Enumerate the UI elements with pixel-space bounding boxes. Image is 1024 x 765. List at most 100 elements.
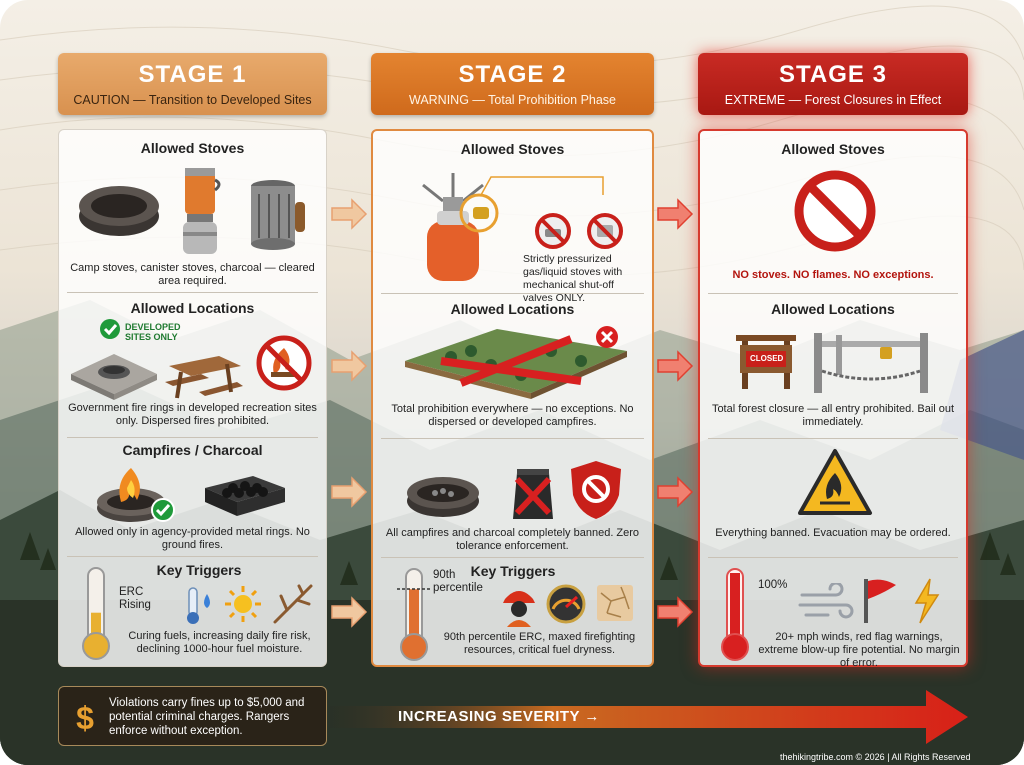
stage-subtitle: WARNING — Total Prohibition Phase	[408, 93, 617, 107]
dry-branch-icon	[273, 584, 313, 624]
dollar-symbol: $	[76, 700, 94, 736]
gauge-icon	[546, 584, 586, 624]
arrow-right-icon	[331, 596, 368, 628]
arrow-right-icon	[331, 198, 368, 230]
stoves-section: Allowed Stoves NO stoves. NO flames. NO …	[700, 141, 966, 291]
section-divider	[67, 556, 318, 557]
section-description: Everything banned. Evacuation may be ord…	[715, 527, 951, 539]
stage-title: STAGE 2	[458, 61, 567, 88]
campfires-section: Everything banned. Evacuation may be ord…	[700, 443, 966, 555]
section-description: Total forest closure — all entry prohibi…	[711, 403, 955, 428]
section-divider	[67, 292, 318, 293]
stage-1-panel: Allowed Stoves Camp stoves	[58, 129, 327, 667]
locations-section: Allowed Locations CLOSED Total forest cl…	[700, 301, 966, 436]
stage-title: STAGE 3	[779, 61, 887, 88]
no-symbol-icon	[587, 213, 623, 249]
thermometer-icon	[721, 568, 749, 661]
section-description: Government fire rings in developed recre…	[68, 402, 317, 427]
section-description: 20+ mph winds, red flag warnings, extrem…	[758, 631, 960, 669]
no-fire-icon	[256, 335, 312, 391]
arrow-right-icon	[657, 596, 694, 628]
map-cross-icon	[405, 326, 627, 399]
charcoal-chimney-icon	[251, 180, 305, 250]
section-description: Allowed only in agency-provided metal ri…	[75, 526, 310, 551]
section-title: Key Triggers	[156, 562, 242, 578]
stage-3-panel: Allowed Stoves NO stoves. NO flames. NO …	[698, 129, 968, 669]
fines-box: $ Violations carry fines up to $5,000 an…	[58, 686, 327, 746]
section-title: Allowed Locations	[771, 301, 895, 317]
sun-icon	[225, 586, 261, 622]
section-description: Strictly pressurized gas/liquid stoves w…	[523, 253, 623, 304]
fire-warning-icon	[798, 449, 872, 515]
section-title: Allowed Locations	[130, 300, 255, 316]
section-description: Camp stoves, canister stoves, charcoal —…	[70, 262, 315, 287]
section-description: 90th percentile ERC, maxed firefighting …	[443, 631, 636, 656]
triggers-section: Key Triggers ERC Rising Curing fuels, in…	[59, 562, 326, 662]
closed-sign-icon	[736, 335, 796, 389]
triggers-section: Key Triggers 90th percentile	[373, 563, 652, 663]
arrow-right-icon	[331, 476, 368, 508]
no-symbol-icon	[794, 170, 876, 252]
arrow-right-icon	[657, 350, 694, 382]
pressurized-stove-icon	[422, 173, 499, 281]
red-flag-icon	[864, 579, 896, 623]
section-divider	[381, 557, 644, 558]
stage-subtitle: CAUTION — Transition to Developed Sites	[73, 93, 312, 107]
section-title: Allowed Locations	[450, 301, 575, 317]
water-drop-thermometer-icon	[187, 587, 210, 624]
section-title: Allowed Stoves	[140, 140, 245, 156]
severity-arrow	[330, 690, 968, 744]
stoves-section: Allowed Stoves Strict	[373, 141, 652, 304]
section-title: Allowed Stoves	[460, 141, 565, 157]
fire-ring-icon	[79, 186, 159, 236]
stoves-section: Allowed Stoves Camp stoves	[59, 140, 326, 290]
firefighter-icon	[503, 591, 535, 627]
charcoal-bag-cross-icon	[513, 469, 553, 519]
campfires-section: Campfires / Charcoal Allowed only in age…	[59, 442, 326, 554]
lightning-icon	[914, 578, 940, 624]
section-divider	[67, 437, 318, 438]
stage-3-header: STAGE 3 EXTREME — Forest Closures in Eff…	[698, 53, 968, 115]
locations-section: Allowed Locations DEVELOPED SITES ONLY	[59, 300, 326, 435]
section-divider	[708, 293, 958, 294]
stage-2-panel: Allowed Stoves Strict	[371, 129, 654, 667]
check-icon	[151, 498, 175, 522]
no-symbol-icon	[535, 213, 571, 249]
gate-icon	[814, 333, 928, 393]
stage-2-header: STAGE 2 WARNING — Total Prohibition Phas…	[371, 53, 654, 115]
arrow-right-icon	[657, 198, 694, 230]
stage-1-header: STAGE 1 CAUTION — Transition to Develope…	[58, 53, 327, 115]
stage-title: STAGE 1	[138, 61, 247, 88]
shield-no-icon	[571, 461, 621, 519]
section-divider	[381, 293, 644, 294]
stage-subtitle: EXTREME — Forest Closures in Effect	[724, 93, 942, 107]
wind-icon	[798, 583, 854, 619]
campfires-section: All campfires and charcoal completely ba…	[373, 443, 652, 555]
triggers-section: 100% 20+ mph winds, red flag warnings, e…	[700, 563, 966, 669]
canister-stove-icon	[183, 168, 221, 254]
arrow-right-icon	[657, 476, 694, 508]
section-description: NO stoves. NO flames. NO exceptions.	[732, 269, 934, 281]
section-description: Total prohibition everywhere — no except…	[391, 403, 634, 428]
dollar-icon: $	[76, 700, 94, 736]
section-description: All campfires and charcoal completely ba…	[385, 527, 640, 552]
campfire-icon	[97, 468, 165, 522]
trigger-label: 90th percentile	[433, 569, 483, 594]
thermometer-icon	[82, 567, 110, 660]
fire-ring-pad-icon	[71, 354, 157, 400]
section-title: Allowed Stoves	[781, 141, 885, 157]
section-divider	[708, 438, 958, 439]
thermometer-icon	[397, 568, 431, 661]
callout-line	[480, 176, 604, 196]
closed-sign-text: CLOSED	[750, 354, 784, 363]
credit-text: thehikingtribe.com © 2026 | All Rights R…	[780, 752, 971, 762]
fire-ring-icon	[407, 477, 479, 517]
picnic-table-icon	[165, 356, 243, 399]
arrow-right-icon	[331, 350, 368, 382]
severity-label: INCREASING SEVERITY →	[398, 708, 600, 725]
section-divider	[381, 438, 644, 439]
charcoal-grill-icon	[205, 476, 285, 516]
trigger-label: ERC Rising	[119, 586, 151, 611]
developed-sites-badge: DEVELOPED SITES ONLY	[125, 322, 181, 342]
